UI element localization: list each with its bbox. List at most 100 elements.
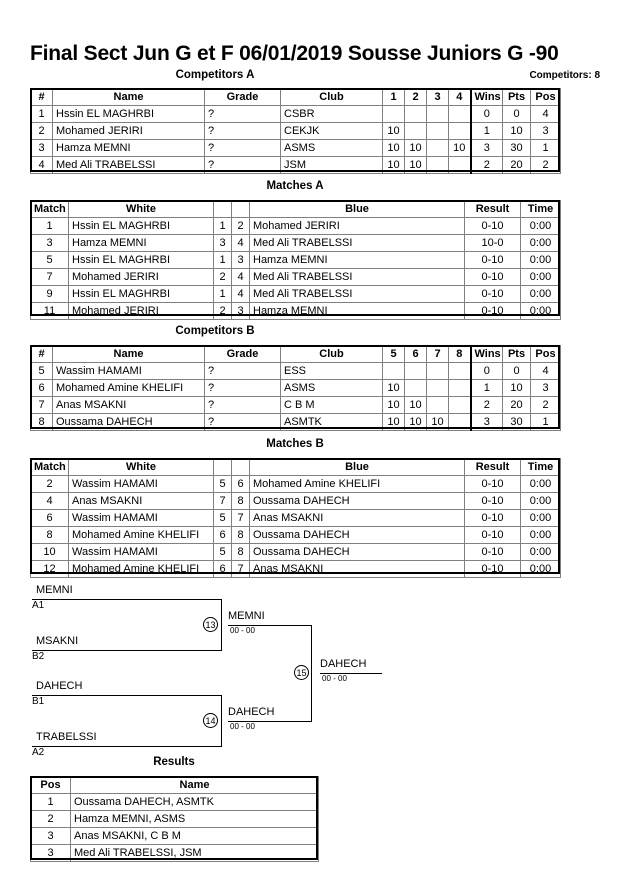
cell-pos: 3 [30, 827, 71, 845]
cell-white-num: 1 [213, 217, 232, 235]
caption-results: Results [153, 756, 195, 768]
cell-blue-num: 4 [231, 268, 250, 286]
col-pos: Pos [530, 345, 561, 363]
cell-name: Anas MSAKNI, C B M [70, 827, 319, 845]
bracket-line-entry-0 [32, 599, 222, 600]
cell-num: 8 [30, 413, 53, 431]
col-name: Name [52, 88, 205, 106]
cell-match: 5 [30, 251, 69, 269]
bracket-node-winner-15: DAHECH [320, 658, 367, 670]
col-m5: 5 [382, 345, 405, 363]
cell-grade: ? [204, 122, 281, 140]
cell-match-1 [404, 105, 427, 123]
cell-pts: 0 [502, 105, 531, 123]
cell-blue: Med Ali TRABELSSI [249, 268, 465, 286]
col-time: Time [520, 200, 561, 218]
competitors-count: Competitors: 8 [529, 70, 600, 81]
col-blue: Blue [249, 458, 465, 476]
cell-grade: ? [204, 379, 281, 397]
cell-white-num: 6 [213, 526, 232, 544]
cell-white: Hssin EL MAGHRBI [68, 285, 214, 303]
cell-match: 10 [30, 543, 69, 561]
cell-pos: 4 [530, 105, 561, 123]
bracket-entry-seed-0: A1 [32, 600, 45, 611]
col-white-num [213, 458, 232, 476]
cell-match-0: 10 [382, 139, 405, 157]
cell-blue: Mohamed Amine KHELIFI [249, 475, 465, 493]
cell-match-0: 10 [382, 379, 405, 397]
cell-name: Wassim HAMAMI [52, 362, 205, 380]
bracket-entry-name-0: MEMNI [36, 584, 73, 596]
bracket-node-score-13: 00 - 00 [230, 626, 255, 635]
cell-result: 0-10 [464, 526, 521, 544]
bracket-entry-name-2: DAHECH [36, 680, 83, 692]
col-m8: 8 [448, 345, 471, 363]
cell-pos: 4 [530, 362, 561, 380]
cell-white-num: 1 [213, 285, 232, 303]
cell-match: 11 [30, 302, 69, 320]
cell-blue: Hamza MEMNI [249, 302, 465, 320]
cell-wins: 0 [469, 362, 503, 380]
cell-white: Mohamed Amine KHELIFI [68, 526, 214, 544]
cell-club: CEKJK [280, 122, 383, 140]
cell-club: ASMS [280, 139, 383, 157]
cell-match: 7 [30, 268, 69, 286]
bracket-node-winner-14: DAHECH [228, 706, 275, 718]
cell-match-1: 10 [404, 139, 427, 157]
cell-grade: ? [204, 156, 281, 174]
cell-match: 8 [30, 526, 69, 544]
col-white: White [68, 200, 214, 218]
col-m1: 1 [382, 88, 405, 106]
bracket-line-node-14 [228, 721, 312, 722]
cell-time: 0:00 [520, 543, 561, 561]
cell-time: 0:00 [520, 251, 561, 269]
cell-pos: 1 [530, 139, 561, 157]
cell-white-num: 7 [213, 492, 232, 510]
col-m4: 4 [448, 88, 471, 106]
cell-match-3 [448, 122, 471, 140]
bracket-join-13 [221, 599, 222, 650]
cell-match-2 [426, 156, 449, 174]
cell-match-0: 10 [382, 396, 405, 414]
col-time: Time [520, 458, 561, 476]
bracket-node-15: 15 [294, 665, 309, 680]
cell-pts: 30 [502, 413, 531, 431]
cell-wins: 2 [469, 156, 503, 174]
cell-white: Mohamed JERIRI [68, 268, 214, 286]
cell-time: 0:00 [520, 217, 561, 235]
cell-white-num: 5 [213, 543, 232, 561]
bracket-node-winner-13: MEMNI [228, 610, 265, 622]
cell-time: 0:00 [520, 526, 561, 544]
cell-club: ESS [280, 362, 383, 380]
bracket-entry-seed-1: B2 [32, 651, 45, 662]
col-club: Club [280, 88, 383, 106]
cell-club: JSM [280, 156, 383, 174]
bracket-line-node-15 [320, 673, 382, 674]
cell-pos: 3 [30, 844, 71, 862]
cell-match-1: 10 [404, 413, 427, 431]
cell-blue: Med Ali TRABELSSI [249, 285, 465, 303]
cell-white: Hssin EL MAGHRBI [68, 217, 214, 235]
cell-match-1: 10 [404, 156, 427, 174]
col-m3: 3 [426, 88, 449, 106]
col-white: White [68, 458, 214, 476]
cell-match-0 [382, 362, 405, 380]
cell-match-3 [448, 396, 471, 414]
col-pos: Pos [530, 88, 561, 106]
knockout-bracket: MEMNI A1 MSAKNI B2 13 MEMNI 00 - 00 DAHE… [0, 575, 630, 758]
cell-white-num: 2 [213, 268, 232, 286]
caption-competitors-a: Competitors A [175, 69, 255, 81]
col-result: Result [464, 458, 521, 476]
cell-name: Anas MSAKNI [52, 396, 205, 414]
cell-match-2 [426, 396, 449, 414]
